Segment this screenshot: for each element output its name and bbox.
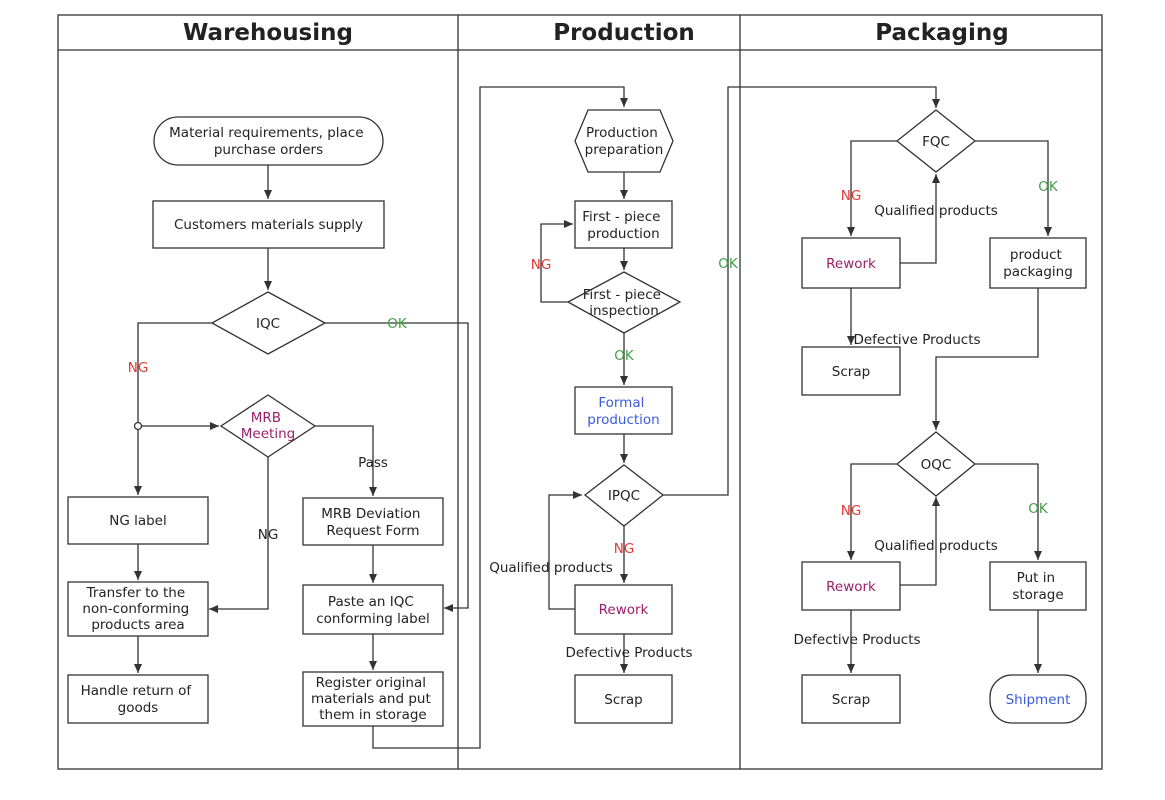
node-scrap-fqc bbox=[801, 346, 901, 396]
edge-rework-qualified-to-fqc bbox=[900, 174, 940, 264]
node-mrb-decision bbox=[219, 394, 317, 458]
node-formal-production-text: Formal production bbox=[587, 395, 660, 428]
node-scrap-production bbox=[574, 674, 673, 724]
node-handle-return bbox=[67, 674, 209, 724]
node-transfer-nonconforming-text: Transfer to the non-conforming products … bbox=[82, 585, 193, 633]
node-scrap-production-text: Scrap bbox=[604, 692, 642, 708]
node-customers-supply-text: Customers materials supply bbox=[174, 217, 363, 233]
node-handle-return-text: Handle return of goods bbox=[81, 683, 196, 716]
node-rework-oqc-text: Rework bbox=[826, 579, 876, 595]
edge-oqc-ng-to-rework bbox=[847, 463, 897, 560]
label-oqc-ng: NG bbox=[841, 503, 862, 519]
edge-register-to-production bbox=[372, 86, 628, 749]
node-ipqc-decision bbox=[583, 464, 665, 527]
label-ipqc-ok: OK bbox=[718, 256, 739, 272]
label-ipqc-qualified: Qualified products bbox=[489, 560, 613, 576]
label-ipqc-ng: NG bbox=[614, 541, 635, 557]
edge-rework-qualified-to-oqc bbox=[900, 497, 940, 586]
lane-title-production: Production bbox=[553, 20, 695, 46]
edge-iqc-ng-to-ngbranch bbox=[137, 322, 212, 426]
nodes: Material requirements, place purchase or… bbox=[67, 109, 1087, 727]
node-first-piece-inspection-text: First - piece inspection bbox=[583, 287, 666, 319]
edge-fqc-ok-to-packaging bbox=[975, 140, 1052, 236]
node-production-prep bbox=[574, 109, 674, 173]
label-first-piece-ng: NG bbox=[531, 257, 552, 273]
node-product-packaging bbox=[989, 237, 1087, 289]
node-put-in-storage bbox=[989, 561, 1087, 611]
edge-mrb-ng-to-transfer bbox=[209, 457, 269, 613]
node-put-in-storage-text: Put in storage bbox=[1012, 570, 1063, 603]
label-mrb-pass: Pass bbox=[358, 455, 388, 471]
node-material-requirements bbox=[153, 116, 384, 166]
edge-oqc-ok-to-storage bbox=[975, 463, 1042, 560]
node-paste-iqc-label bbox=[302, 584, 444, 635]
node-scrap-oqc bbox=[801, 674, 901, 724]
edge-inspection-ng-loop bbox=[540, 220, 573, 303]
edge-fqc-ng-to-rework bbox=[847, 140, 897, 236]
node-rework-oqc bbox=[801, 561, 901, 611]
label-production-defective: Defective Products bbox=[565, 645, 692, 661]
label-fqc-ok: OK bbox=[1038, 179, 1059, 195]
node-register-materials-text: Register original materials and put them… bbox=[311, 675, 435, 723]
node-first-piece-inspection bbox=[566, 271, 682, 334]
node-ng-label bbox=[67, 496, 209, 545]
junction-dot bbox=[133, 421, 143, 431]
lane-title-warehousing: Warehousing bbox=[183, 20, 353, 46]
node-shipment bbox=[989, 674, 1087, 724]
node-rework-production bbox=[574, 584, 673, 635]
node-ipqc-text: IPQC bbox=[608, 488, 640, 504]
node-register-materials bbox=[302, 671, 444, 727]
connectors bbox=[134, 86, 1052, 749]
label-mrb-ng: NG bbox=[258, 527, 279, 543]
node-mrb-text: MRB Meeting bbox=[241, 410, 295, 442]
swimlane-frame bbox=[57, 14, 1103, 770]
label-oqc-defective: Defective Products bbox=[793, 632, 920, 648]
node-formal-production bbox=[574, 386, 673, 435]
node-mrb-deviation bbox=[302, 497, 444, 546]
edge-iqc-ok-to-paste bbox=[325, 322, 469, 612]
node-product-packaging-text: product packaging bbox=[1003, 247, 1073, 280]
label-first-piece-ok: OK bbox=[614, 348, 635, 364]
node-iqc-decision bbox=[210, 291, 327, 355]
label-fqc-defective: Defective Products bbox=[853, 332, 980, 348]
node-first-piece-production-text: First - piece production bbox=[582, 209, 665, 242]
node-mrb-deviation-text: MRB Deviation Request Form bbox=[321, 506, 424, 539]
lane-title-packaging: Packaging bbox=[875, 20, 1008, 46]
edge-rework-qualified-to-ipqc bbox=[548, 491, 582, 610]
node-first-piece-production bbox=[574, 200, 673, 249]
label-iqc-ng: NG bbox=[128, 360, 149, 376]
node-oqc-decision bbox=[895, 431, 977, 497]
node-rework-fqc bbox=[801, 237, 901, 289]
node-transfer-nonconforming bbox=[67, 581, 209, 637]
label-oqc-ok: OK bbox=[1028, 501, 1049, 517]
label-oqc-qualified: Qualified products bbox=[874, 538, 998, 554]
node-customers-supply bbox=[152, 200, 385, 249]
node-shipment-text: Shipment bbox=[1006, 692, 1071, 708]
label-fqc-qualified: Qualified products bbox=[874, 203, 998, 219]
label-iqc-ok: OK bbox=[387, 316, 408, 332]
edge-packaging-to-oqc bbox=[932, 288, 1039, 430]
node-iqc-text: IQC bbox=[256, 316, 280, 332]
edge-ipqc-ok-to-fqc bbox=[663, 86, 940, 496]
node-fqc-text: FQC bbox=[922, 134, 950, 150]
label-fqc-ng: NG bbox=[841, 188, 862, 204]
node-oqc-text: OQC bbox=[921, 457, 952, 473]
node-scrap-oqc-text: Scrap bbox=[832, 692, 870, 708]
edge-mrb-pass-to-deviation bbox=[315, 425, 377, 496]
edge-labels: OK NG Pass NG NG OK OK NG Qualified prod… bbox=[128, 179, 1059, 661]
node-production-prep-text: Production preparation bbox=[585, 125, 664, 158]
node-paste-iqc-label-text: Paste an IQC conforming label bbox=[316, 594, 430, 627]
node-rework-fqc-text: Rework bbox=[826, 256, 876, 272]
node-fqc-decision bbox=[895, 109, 977, 173]
node-scrap-fqc-text: Scrap bbox=[832, 364, 870, 380]
node-material-requirements-text: Material requirements, place purchase or… bbox=[169, 125, 368, 158]
node-rework-production-text: Rework bbox=[599, 602, 649, 618]
node-ng-label-text: NG label bbox=[109, 513, 167, 529]
